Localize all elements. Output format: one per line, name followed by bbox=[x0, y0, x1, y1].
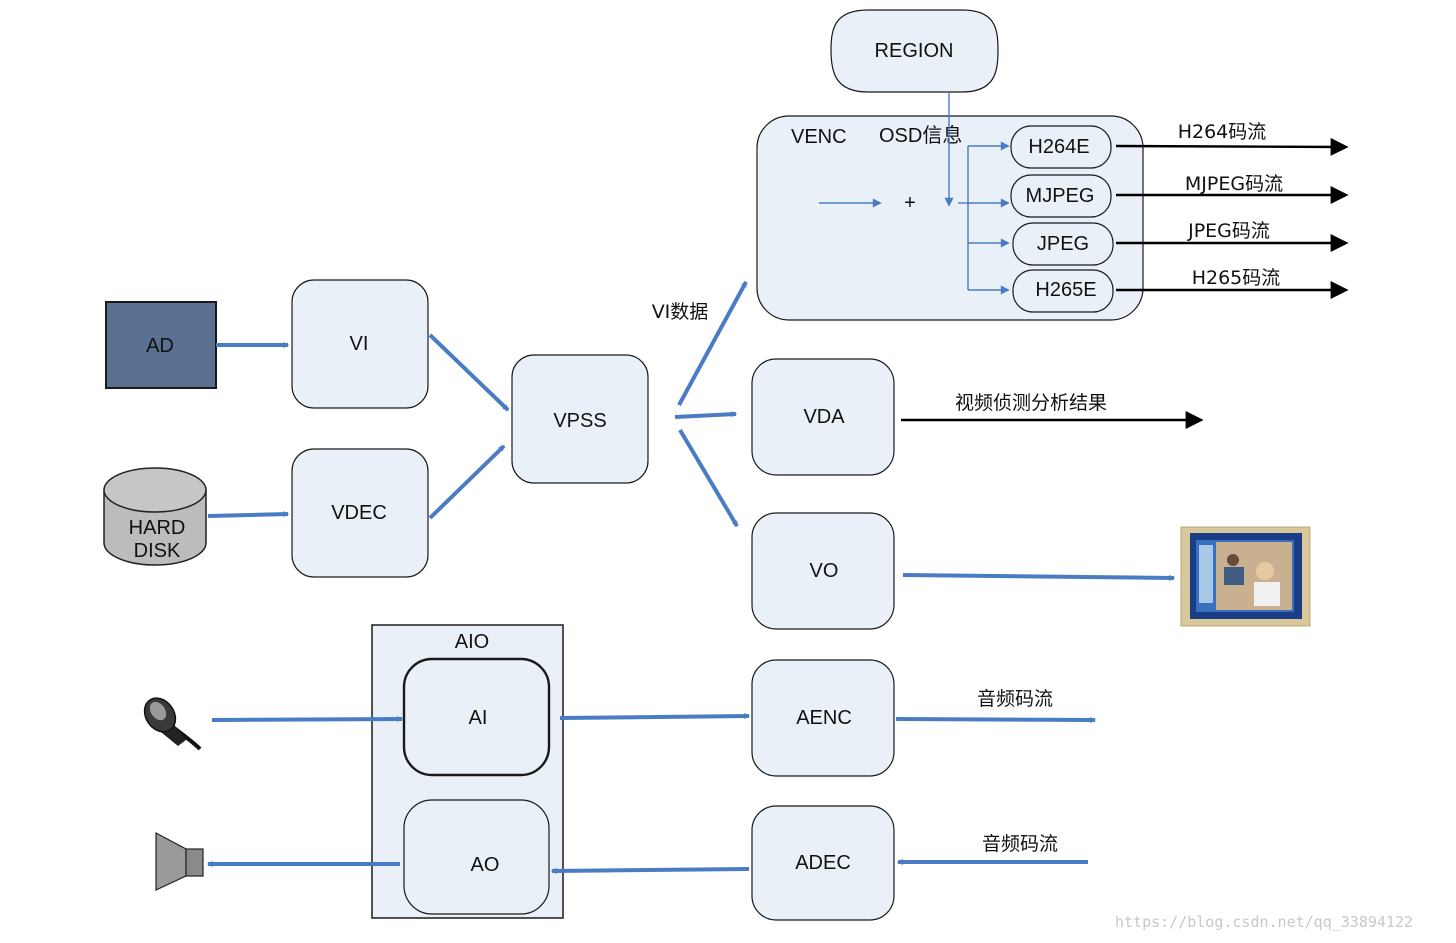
region-node bbox=[830, 9, 999, 93]
mjpeg-label: MJPEG bbox=[1026, 185, 1095, 207]
arrow-vdec-vpss bbox=[428, 444, 506, 520]
region-label: REGION bbox=[875, 40, 954, 62]
venc-label: VENC bbox=[791, 126, 847, 148]
jpeg-node bbox=[1012, 222, 1114, 266]
watermark: https://blog.csdn.net/qq_33894122 bbox=[1115, 913, 1413, 931]
arrow-aenc-out bbox=[895, 716, 1097, 723]
vda-node bbox=[751, 358, 895, 476]
h265e-label: H265E bbox=[1035, 279, 1096, 301]
mjpeg-stream-label: MJPEG码流 bbox=[1185, 173, 1283, 195]
arrow-vi-vpss bbox=[428, 333, 510, 412]
vo-node bbox=[751, 512, 895, 630]
h264e-label: H264E bbox=[1028, 136, 1089, 158]
vi-node bbox=[291, 279, 429, 409]
hard-disk-label-1: HARD bbox=[129, 517, 186, 539]
vi-data-label: VI数据 bbox=[652, 301, 709, 323]
arrow-disk-vdec bbox=[207, 511, 290, 518]
aio-label: AIO bbox=[455, 631, 489, 653]
h265e-node bbox=[1012, 269, 1114, 313]
arrow-adec-ao bbox=[550, 867, 750, 874]
speaker-icon bbox=[155, 832, 204, 891]
adec-stream-label: 音频码流 bbox=[982, 833, 1058, 855]
jpeg-stream-label: JPEG码流 bbox=[1187, 220, 1270, 242]
ad-label: AD bbox=[146, 335, 174, 357]
vi-label: VI bbox=[350, 333, 369, 355]
h264-stream-label: H264码流 bbox=[1178, 121, 1267, 143]
mjpeg-node bbox=[1010, 174, 1112, 218]
vdec-node bbox=[291, 448, 429, 578]
vda-result-label: 视频侦测分析结果 bbox=[955, 392, 1107, 414]
ad-node bbox=[105, 301, 217, 389]
h264e-node bbox=[1010, 125, 1112, 169]
vpss-label: VPSS bbox=[553, 410, 606, 432]
aenc-stream-label: 音频码流 bbox=[977, 688, 1053, 710]
arrow-mic-ai bbox=[211, 716, 404, 723]
vda-label: VDA bbox=[803, 406, 845, 428]
vo-label: VO bbox=[810, 560, 839, 582]
arrow-vo-monitor bbox=[902, 573, 1176, 581]
adec-node bbox=[751, 805, 895, 921]
arrow-vpss-vo bbox=[678, 428, 739, 528]
ai-label: AI bbox=[469, 707, 488, 729]
adec-label: ADEC bbox=[795, 852, 851, 874]
hard-disk-icon bbox=[103, 467, 207, 566]
h265-stream-label: H265码流 bbox=[1192, 267, 1281, 289]
ao-node bbox=[403, 799, 550, 915]
arrow-h264-out bbox=[1115, 137, 1349, 156]
aenc-label: AENC bbox=[796, 707, 852, 729]
ao-label: AO bbox=[471, 854, 500, 876]
plus-sign: + bbox=[904, 192, 916, 214]
arrow-vpss-vda bbox=[674, 411, 738, 419]
jpeg-label: JPEG bbox=[1037, 233, 1089, 255]
hard-disk-label-2: DISK bbox=[134, 540, 181, 562]
vdec-label: VDEC bbox=[331, 502, 387, 524]
arrow-vpss-venc bbox=[677, 280, 748, 406]
ai-node bbox=[402, 657, 551, 777]
aenc-node bbox=[751, 659, 895, 777]
monitor-icon bbox=[1180, 526, 1311, 627]
vpss-node bbox=[511, 354, 649, 484]
osd-label: OSD信息 bbox=[879, 124, 962, 147]
arrow-ai-aenc bbox=[559, 713, 751, 720]
microphone-icon bbox=[143, 697, 202, 751]
venc-internal-wiring bbox=[819, 93, 1010, 295]
